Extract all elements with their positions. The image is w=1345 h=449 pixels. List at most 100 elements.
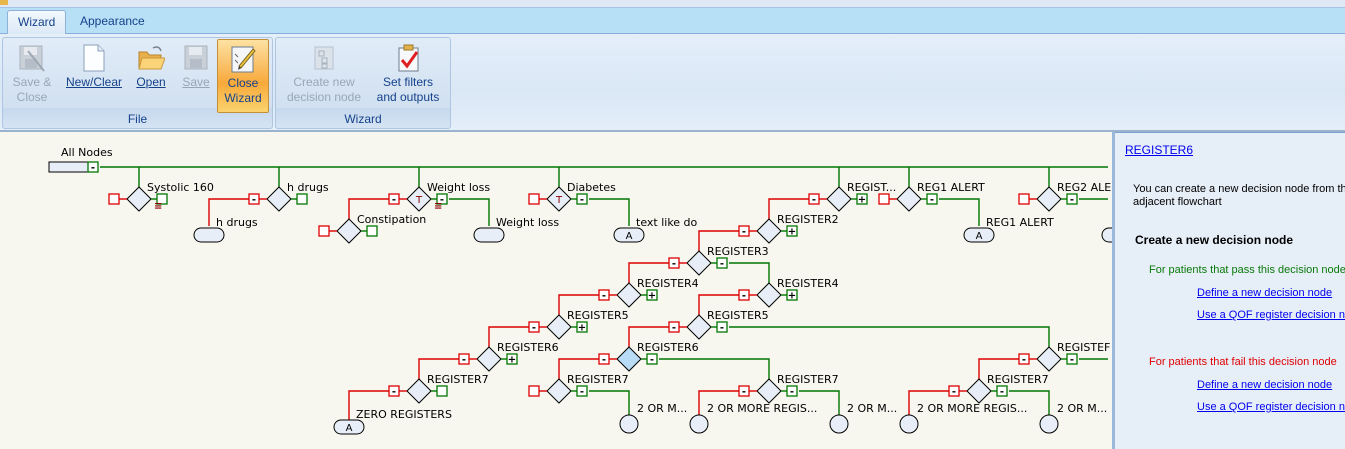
decision-node[interactable]: [546, 186, 572, 212]
save-close-button[interactable]: Save & Close: [6, 39, 58, 111]
close-wizard-button[interactable]: Close Wizard: [217, 39, 269, 113]
pass-branch-toggle[interactable]: [576, 321, 588, 333]
decision-node[interactable]: [616, 282, 642, 308]
new-clear-button[interactable]: New/Clear: [63, 39, 125, 111]
outcome-node[interactable]: [193, 227, 225, 243]
decision-node-label: REGIST...: [847, 181, 896, 194]
pass-branch-toggle-mark: +: [788, 291, 796, 302]
fail-branch-toggle[interactable]: [528, 193, 540, 205]
outcome-node[interactable]: [689, 414, 709, 434]
set-filters-outputs-button[interactable]: Set filters and outputs: [372, 39, 444, 111]
fail-branch-toggle[interactable]: [878, 193, 890, 205]
outcome-node[interactable]: [829, 414, 849, 434]
fail-branch-toggle-mark: -: [602, 355, 606, 366]
pass-connector: [589, 198, 630, 226]
outcome-node-partial[interactable]: [1101, 227, 1112, 243]
pass-branch-toggle[interactable]: [1066, 353, 1078, 365]
pass-branch-toggle[interactable]: [856, 193, 868, 205]
pass-branch-toggle[interactable]: [506, 353, 518, 365]
pass-use-qof-register-link[interactable]: Use a QOF register decision node: [1197, 309, 1345, 321]
decision-node[interactable]: [686, 314, 712, 340]
pass-branch-toggle[interactable]: [436, 193, 448, 205]
pass-connector: [1009, 390, 1050, 415]
pass-branch-toggle[interactable]: [716, 257, 728, 269]
pass-branch-toggle-mark: -: [1070, 355, 1074, 366]
outcome-node[interactable]: [473, 227, 505, 243]
decision-node[interactable]: [546, 378, 572, 404]
decision-node[interactable]: [756, 282, 782, 308]
pass-branch-toggle-mark: -: [720, 259, 724, 270]
tab-wizard[interactable]: Wizard: [7, 10, 67, 35]
pass-branch-toggle[interactable]: [366, 225, 378, 237]
fail-define-new-node-link[interactable]: Define a new decision node: [1197, 379, 1333, 391]
tab-appearance[interactable]: Appearance: [80, 14, 145, 28]
decision-node[interactable]: [1036, 346, 1062, 372]
fail-branch-toggle[interactable]: [1018, 193, 1030, 205]
pass-branch-toggle[interactable]: [786, 289, 798, 301]
flowchart-diagram[interactable]: All Nodes-Systolic 160≡-h drugsT--Weight…: [0, 132, 1112, 449]
fail-branch-toggle[interactable]: [318, 225, 330, 237]
root-toggle-mark: -: [91, 163, 95, 174]
fail-connector: [978, 358, 1019, 379]
decision-node-label: REG2 ALE: [1057, 181, 1111, 194]
pass-branch-toggle[interactable]: [926, 193, 938, 205]
decision-node[interactable]: [266, 186, 292, 212]
outcome-node[interactable]: [619, 414, 639, 434]
save-button[interactable]: Save: [177, 39, 215, 111]
outcome-node[interactable]: [613, 227, 645, 243]
root-toggle[interactable]: [87, 161, 99, 173]
pass-branch-toggle[interactable]: [786, 225, 798, 237]
decision-node[interactable]: [126, 186, 152, 212]
pass-branch-toggle-mark: +: [578, 323, 586, 334]
decision-node[interactable]: [616, 346, 642, 372]
selected-node-link[interactable]: REGISTER6: [1125, 143, 1194, 157]
decision-node-label: REGISTER6: [637, 341, 699, 354]
decision-node[interactable]: [966, 378, 992, 404]
outcome-node[interactable]: [963, 227, 995, 243]
decision-node[interactable]: [686, 250, 712, 276]
pass-branch-toggle[interactable]: [996, 385, 1008, 397]
decision-node[interactable]: [1036, 186, 1062, 212]
pass-branch-toggle[interactable]: [786, 385, 798, 397]
decision-node[interactable]: [546, 314, 572, 340]
decision-node-label: REGISTER5: [707, 309, 769, 322]
pass-branch-toggle[interactable]: [716, 321, 728, 333]
fail-connector: [418, 358, 459, 379]
pass-branch-toggle-mark: -: [580, 195, 584, 206]
decision-node[interactable]: [406, 186, 432, 212]
pass-branch-toggle[interactable]: [436, 385, 448, 397]
decision-node[interactable]: [336, 218, 362, 244]
outcome-node[interactable]: [333, 419, 365, 435]
root-node[interactable]: [48, 161, 89, 173]
decision-node[interactable]: [756, 218, 782, 244]
fail-branch-toggle[interactable]: [528, 385, 540, 397]
decision-node[interactable]: [406, 378, 432, 404]
pass-connector: [729, 262, 770, 283]
fail-use-qof-register-link[interactable]: Use a QOF register decision node: [1197, 401, 1345, 413]
pass-branch-toggle[interactable]: [296, 193, 308, 205]
outcome-node[interactable]: [899, 414, 919, 434]
ribbon-tabstrip: Wizard Appearance: [0, 8, 1345, 35]
open-button[interactable]: Open: [131, 39, 171, 111]
fail-branch-toggle-mark: -: [1022, 355, 1026, 366]
create-new-decision-node-button[interactable]: Create new decision node: [282, 39, 366, 111]
pass-define-new-node-link[interactable]: Define a new decision node: [1197, 287, 1333, 299]
outcome-node[interactable]: [1039, 414, 1059, 434]
fail-branch-toggle[interactable]: [108, 193, 120, 205]
decision-node[interactable]: [896, 186, 922, 212]
decision-node[interactable]: [826, 186, 852, 212]
fail-connector: [768, 198, 809, 219]
fail-branch-toggle-mark: -: [742, 387, 746, 398]
pass-branch-toggle[interactable]: [1066, 193, 1078, 205]
decision-node[interactable]: [476, 346, 502, 372]
pass-branch-toggle[interactable]: [646, 289, 658, 301]
decision-node-label: REGISTER4: [637, 277, 699, 290]
pass-branch-toggle[interactable]: [576, 193, 588, 205]
pass-branch-toggle[interactable]: [646, 353, 658, 365]
pass-branch-toggle[interactable]: [156, 193, 168, 205]
pass-branch-toggle[interactable]: [576, 385, 588, 397]
decision-node[interactable]: [756, 378, 782, 404]
pass-branch-toggle-mark: +: [508, 355, 516, 366]
decision-node-label: REGISTER2: [777, 213, 839, 226]
